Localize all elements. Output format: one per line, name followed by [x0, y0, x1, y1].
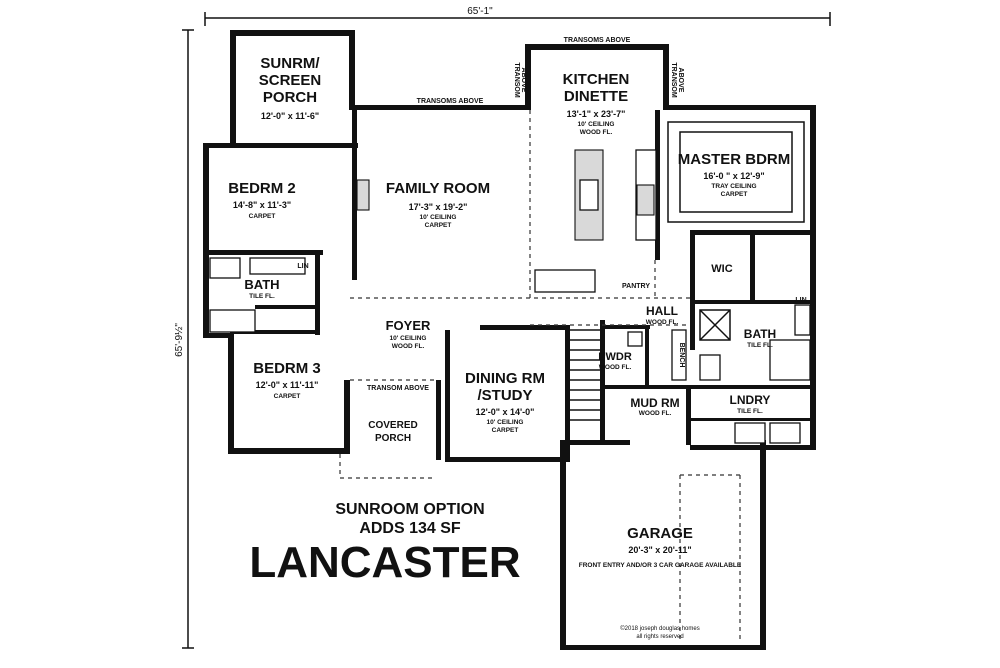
- dining-name-2: /STUDY: [477, 387, 532, 404]
- cooktop: [636, 184, 655, 216]
- dining-note-1: 10' CEILING: [487, 419, 524, 426]
- powder-note: WOOD FL.: [599, 364, 632, 371]
- dining-name-1: DINING RM: [465, 370, 545, 387]
- transom-above-porch: TRANSOM ABOVE: [367, 385, 429, 392]
- overall-depth: 65'-9½": [174, 323, 185, 357]
- washer: [734, 422, 766, 444]
- transoms-above-top: TRANSOMS ABOVE: [564, 37, 631, 44]
- kitchen-sink: [579, 179, 599, 211]
- master-note-1: TRAY CEILING: [711, 183, 756, 190]
- walls: [203, 30, 816, 650]
- bedroom3-name: BEDRM 3: [253, 360, 321, 377]
- master-note-2: CARPET: [721, 191, 748, 198]
- bedroom2-note: CARPET: [249, 213, 276, 220]
- kitchen-desk: [534, 269, 596, 293]
- wic-name: WIC: [711, 263, 732, 275]
- bath1-toilet: [209, 257, 241, 279]
- dining-note-2: CARPET: [492, 427, 519, 434]
- tray-ceiling-outer: [667, 121, 805, 223]
- dryer: [769, 422, 801, 444]
- plan-name: LANCASTER: [249, 538, 520, 587]
- transom-above-left-2: ABOVE: [520, 68, 527, 93]
- bath2-note: TILE FL.: [747, 342, 773, 349]
- mudroom-note: WOOD FL.: [639, 410, 672, 417]
- bath1-vanity: [249, 257, 306, 275]
- copyright-line-1: ©2018 joseph douglas homes: [620, 625, 699, 632]
- bedroom2-name: BEDRM 2: [228, 180, 296, 197]
- fixtures: [209, 121, 811, 444]
- bath2-name: BATH: [744, 327, 776, 341]
- garage-dims: 20'-3" x 20'-11": [628, 545, 691, 555]
- plan-title-block: SUNROOM OPTION ADDS 134 SF LANCASTER ©20…: [249, 501, 699, 640]
- kitchen-name-1: KITCHEN: [563, 71, 630, 88]
- foyer-name: FOYER: [386, 318, 431, 333]
- kitchen-note-2: WOOD FL.: [580, 129, 613, 136]
- stairs: [570, 329, 600, 421]
- family-note-1: 10' CEILING: [420, 214, 457, 221]
- powder-name: PWDR: [598, 351, 632, 363]
- bath2-tub: [769, 339, 811, 381]
- family-note-2: CARPET: [425, 222, 452, 229]
- lin-1: LIN: [297, 263, 308, 270]
- laundry-name: LNDRY: [730, 393, 771, 407]
- openings: [339, 110, 741, 640]
- foyer-note-1: 10' CEILING: [390, 335, 427, 342]
- porch-name-2: PORCH: [375, 433, 411, 444]
- tray-ceiling-inner: [679, 131, 793, 213]
- bath2-shower: [699, 309, 731, 341]
- option-line-1: SUNROOM OPTION: [335, 501, 484, 518]
- bedroom3-note: CARPET: [274, 393, 301, 400]
- bath1-note: TILE FL.: [249, 293, 275, 300]
- family-name: FAMILY ROOM: [386, 180, 490, 197]
- mudroom-bench: [671, 329, 687, 381]
- porch-name-1: COVERED: [368, 420, 417, 431]
- overall-dimensions: 65'-1" 65'-9½": [174, 6, 831, 649]
- bedroom2-dims: 14'-8" x 11'-3": [233, 200, 291, 210]
- annotations: TRANSOMS ABOVE TRANSOMS ABOVE TRANSOM AB…: [297, 37, 806, 392]
- bath1-tub: [209, 309, 256, 333]
- pantry-name: PANTRY: [622, 283, 650, 290]
- sunroom-name-3: PORCH: [263, 89, 317, 106]
- master-name: MASTER BDRM: [678, 151, 791, 168]
- dining-dims: 12'-0" x 14'-0": [476, 407, 535, 417]
- hall-name: HALL: [646, 304, 678, 318]
- garage-note: FRONT ENTRY AND/OR 3 CAR GARAGE AVAILABL…: [579, 562, 742, 569]
- bath2-vanity: [794, 304, 811, 336]
- master-dims: 16'-0 " x 12'-9": [703, 171, 764, 181]
- mudroom-name: MUD RM: [630, 396, 679, 410]
- transom-above-right-1: TRANSOM: [670, 62, 677, 98]
- overall-width: 65'-1": [467, 6, 493, 17]
- copyright-line-2: all rights reserved: [636, 634, 683, 640]
- lin-2: LIN: [795, 297, 806, 304]
- bench-label: BENCH: [678, 343, 685, 368]
- sunroom-name-1: SUNRM/: [260, 55, 320, 72]
- family-dims: 17'-3" x 19'-2": [409, 202, 468, 212]
- powder-sink: [627, 331, 643, 347]
- transom-above-right-2: ABOVE: [677, 68, 684, 93]
- fireplace: [356, 179, 370, 211]
- transom-above-left-1: TRANSOM: [513, 62, 520, 98]
- sunroom-name-2: SCREEN: [259, 72, 322, 89]
- foyer-note-2: WOOD FL.: [392, 343, 425, 350]
- kitchen-name-2: DINETTE: [564, 88, 628, 105]
- kitchen-dims: 13'-1" x 23'-7": [567, 109, 626, 119]
- kitchen-note-1: 10' CEILING: [578, 121, 615, 128]
- bedroom3-dims: 12'-0" x 11'-11": [256, 380, 319, 390]
- hall-note: WOOD FL.: [646, 319, 679, 326]
- transoms-above-sunroom: TRANSOMS ABOVE: [417, 98, 484, 105]
- sunroom-dims: 12'-0" x 11'-6": [261, 111, 319, 121]
- bath1-name: BATH: [244, 277, 279, 292]
- room-labels: SUNRM/ SCREEN PORCH 12'-0" x 11'-6" KITC…: [228, 55, 790, 569]
- option-line-2: ADDS 134 SF: [359, 520, 461, 537]
- bath2-toilet: [699, 354, 721, 381]
- garage-name: GARAGE: [627, 525, 693, 542]
- laundry-note: TILE FL.: [737, 408, 763, 415]
